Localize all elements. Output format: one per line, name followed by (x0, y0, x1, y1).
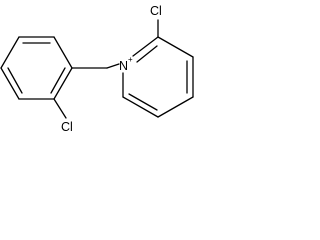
bond (53, 67, 73, 100)
bond (53, 36, 73, 69)
benzene-ring (0, 36, 73, 100)
methylene-linker (71, 63, 120, 69)
bond (0, 36, 20, 69)
double-bond-inner (7, 67, 23, 94)
atom-label-cl-pyridine: Cl (150, 4, 162, 18)
bond (157, 96, 194, 118)
structure-canvas: Cl N + Cl (0, 4, 194, 134)
bond (106, 63, 120, 69)
bond (53, 98, 67, 119)
bond (122, 96, 159, 118)
bond (0, 67, 20, 100)
charge-plus: + (128, 55, 133, 64)
atom-label-n-pyridinium: N (119, 59, 128, 73)
bond (157, 36, 194, 58)
double-bond-inner (50, 67, 66, 94)
atom-label-cl-benzyl: Cl (61, 120, 73, 134)
double-bond-inner (128, 93, 158, 111)
pyridinium-ring (122, 36, 194, 118)
double-bond-inner (136, 45, 158, 63)
bond (132, 36, 159, 57)
